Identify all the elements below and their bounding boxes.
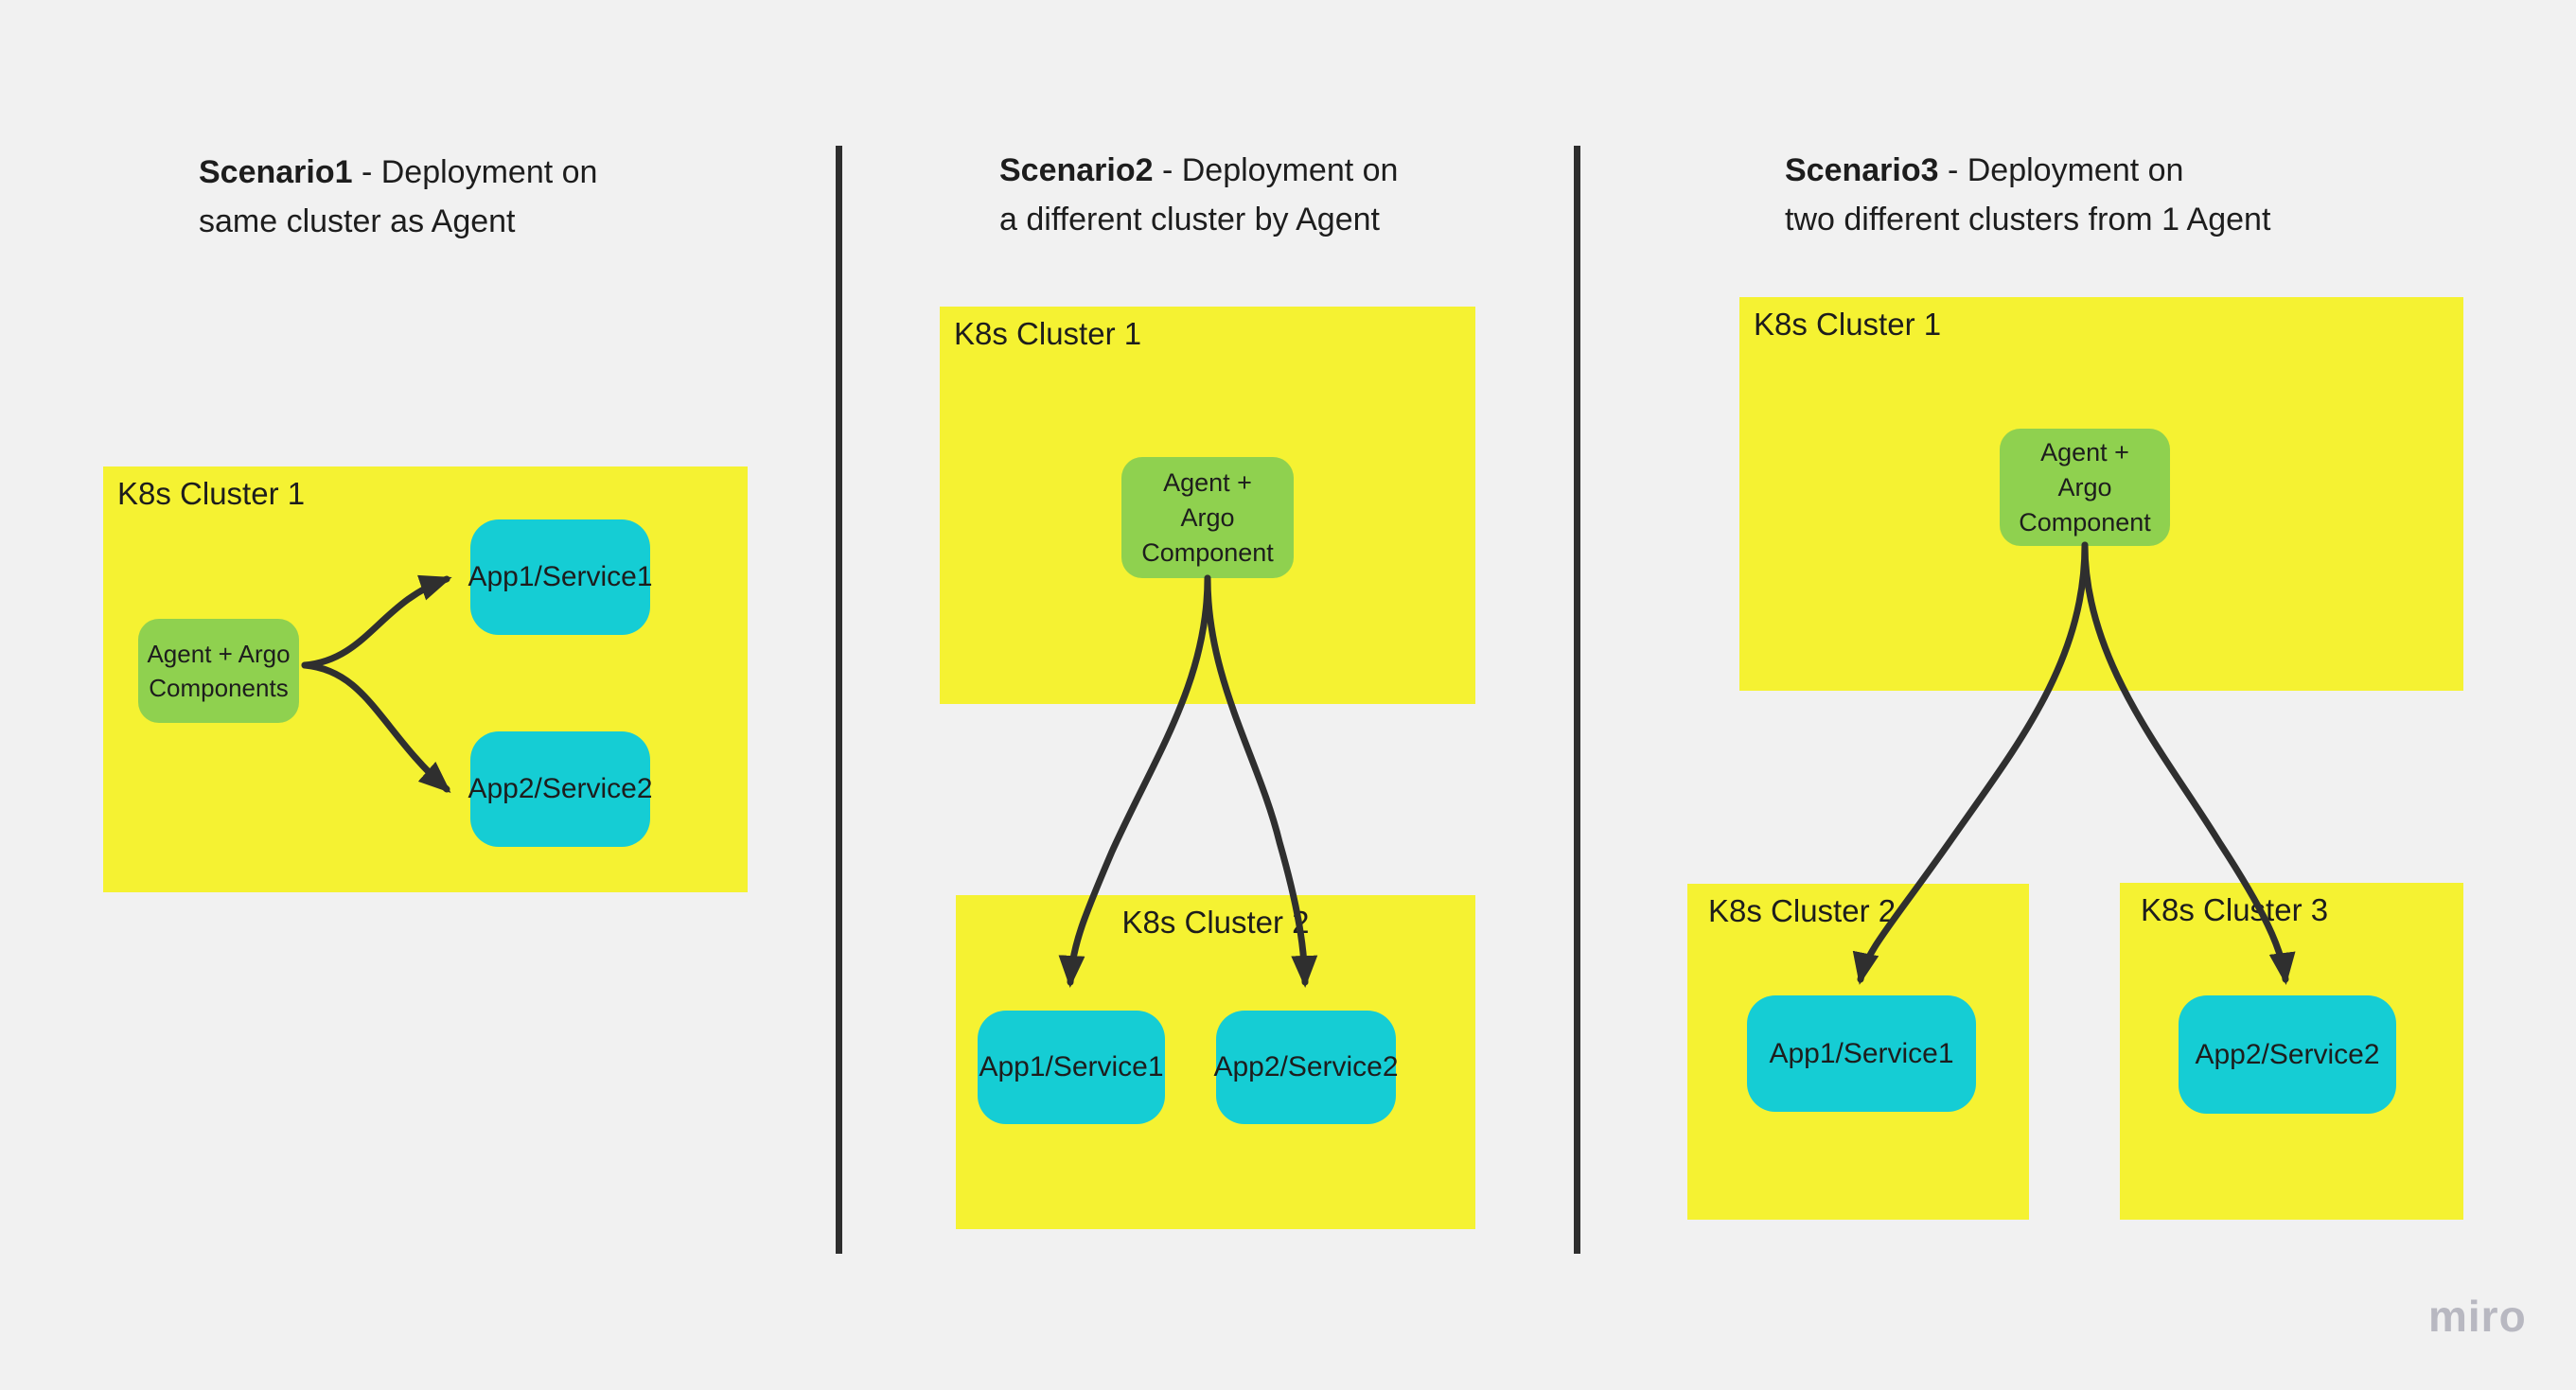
scenario2-app1-label: App1/Service1: [979, 1051, 1164, 1082]
scenario3-title-line2: two different clusters from 1 Agent: [1785, 202, 2271, 238]
scenario2-agent-line3: Component: [1141, 537, 1274, 567]
scenario1-app1-label: App1/Service1: [468, 561, 653, 592]
scenario3-agent-line3: Component: [2019, 507, 2151, 537]
scenario1-app2-box: App2/Service2: [468, 731, 653, 847]
scenario3-cluster3-label: K8s Cluster 3: [2141, 892, 2329, 927]
scenario3-app2-label: App2/Service2: [2195, 1038, 2380, 1070]
scenario3-agent-line1: Agent +: [2040, 437, 2129, 466]
scenario1-title-line1: Scenario1 - Deployment on: [199, 148, 597, 197]
scenario2-title-line1: Scenario2 - Deployment on: [999, 146, 1398, 195]
divider-line-2: [1574, 146, 1580, 1254]
scenario3-app1-label: App1/Service1: [1769, 1037, 1954, 1069]
scenario2-cluster2-label: K8s Cluster 2: [1121, 905, 1310, 940]
scenario1-cluster1-label: K8s Cluster 1: [117, 476, 306, 511]
scenario3-cluster1-label: K8s Cluster 1: [1754, 307, 1942, 342]
scenario1-title: Scenario1 - Deployment on same cluster a…: [199, 148, 597, 246]
scenario2-agent-line1: Agent +: [1163, 467, 1252, 497]
scenario3-agent-box: Agent + Argo Component: [2000, 429, 2170, 546]
scenario1-agent-line2: Components: [149, 674, 289, 702]
scenario3-title-bold: Scenario3: [1785, 152, 1939, 188]
scenario2-title-bold: Scenario2: [999, 152, 1154, 188]
scenario1-app2-label: App2/Service2: [468, 773, 653, 804]
scenario2-title: Scenario2 - Deployment on a different cl…: [999, 146, 1398, 244]
scenario1-app1-box: App1/Service1: [468, 519, 653, 635]
scenario1-title-bold: Scenario1: [199, 154, 353, 190]
miro-logo: miro: [2428, 1292, 2527, 1341]
scenario1-agent-box: Agent + Argo Components: [138, 619, 299, 723]
scenario3-title: Scenario3 - Deployment on two different …: [1785, 146, 2270, 244]
scenario1-title-rest: - Deployment on: [352, 154, 598, 190]
scenario2-title-line2: a different cluster by Agent: [999, 202, 1380, 238]
divider-line-1: [836, 146, 842, 1254]
scenario3-title-line1: Scenario3 - Deployment on: [1785, 146, 2270, 195]
scenario3-agent-line2: Argo: [2057, 472, 2112, 501]
scenario2-agent-line2: Argo: [1180, 502, 1235, 532]
scenario2-app1-box: App1/Service1: [978, 1011, 1165, 1124]
scenario2-cluster1-label: K8s Cluster 1: [954, 316, 1142, 351]
scenario3-title-rest: - Deployment on: [1938, 152, 2184, 188]
scenario1-title-line2: same cluster as Agent: [199, 203, 516, 239]
scenario2-app2-label: App2/Service2: [1213, 1051, 1399, 1082]
scenario1-agent-line1: Agent + Argo: [147, 640, 291, 668]
scenario3-app2-box: App2/Service2: [2179, 995, 2396, 1114]
scenario2-app2-box: App2/Service2: [1213, 1011, 1399, 1124]
scenario3-cluster2-label: K8s Cluster 2: [1708, 893, 1897, 928]
scenario3-app1-box: App1/Service1: [1747, 995, 1976, 1112]
scenario2-title-rest: - Deployment on: [1153, 152, 1399, 188]
scenario2-agent-box: Agent + Argo Component: [1121, 457, 1294, 578]
